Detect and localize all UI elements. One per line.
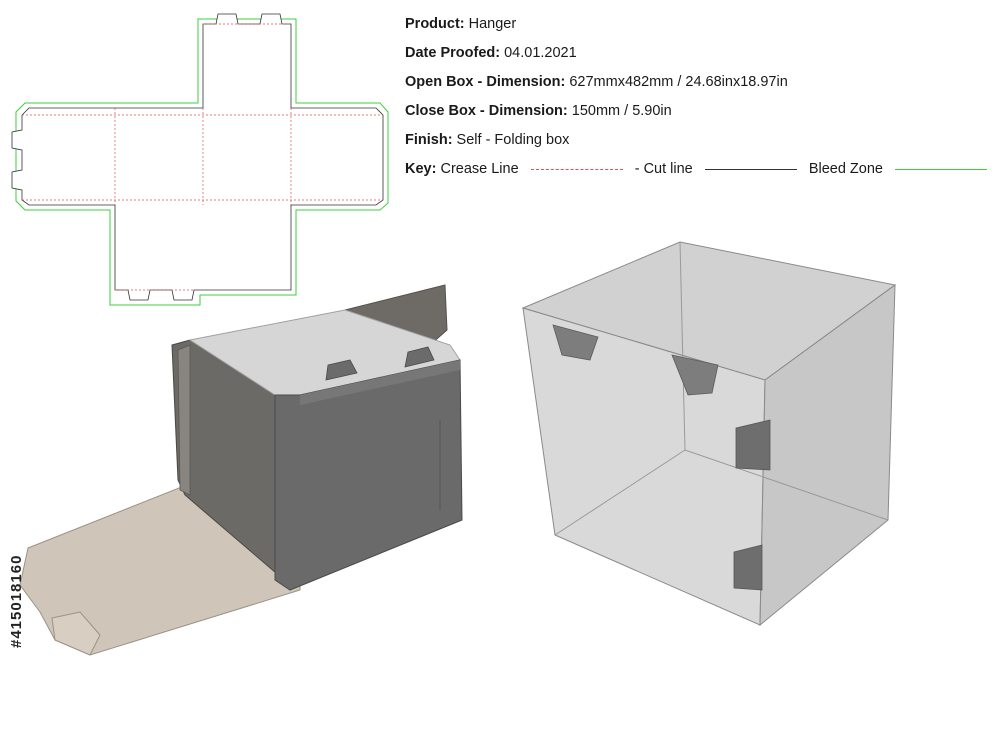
crease-lines <box>22 23 383 291</box>
product-label: Product: <box>405 16 465 32</box>
spec-open-box: Open Box - Dimension: 627mmx482mm / 24.6… <box>405 68 995 97</box>
open-box-value: 627mmx482mm / 24.68inx18.97in <box>565 74 788 90</box>
side-stock-id: #415018160 <box>8 554 25 648</box>
finish-value: Self - Folding box <box>452 132 570 148</box>
key-label: Key: <box>405 161 437 177</box>
close-box-label: Close Box - Dimension: <box>405 103 568 119</box>
folding-box-illustration <box>19 284 463 656</box>
bleed-zone-label: Bleed Zone <box>808 161 883 177</box>
bleed-outline <box>15 18 389 306</box>
date-label: Date Proofed: <box>405 45 501 61</box>
spec-close-box: Close Box - Dimension: 150mm / 5.90in <box>405 97 995 126</box>
spec-panel: Product: Hanger Date Proofed: 04.01.2021… <box>405 10 995 184</box>
crease-line-sample <box>530 168 623 170</box>
dieline <box>11 13 389 306</box>
product-value: Hanger <box>464 16 517 32</box>
spec-key: Key: Crease Line - Cut line Bleed Zone <box>405 155 995 184</box>
closed-box-illustration <box>521 241 897 627</box>
spec-finish: Finish: Self - Folding box <box>405 126 995 155</box>
bleed-zone-sample <box>895 168 988 170</box>
crease-line-label: Crease Line <box>436 161 519 177</box>
spec-date: Date Proofed: 04.01.2021 <box>405 39 995 68</box>
close-box-value: 150mm / 5.90in <box>567 103 672 119</box>
spec-product: Product: Hanger <box>405 10 995 39</box>
cut-line-sample <box>704 168 797 170</box>
open-box-label: Open Box - Dimension: <box>405 74 566 90</box>
cut-line-label: - Cut line <box>634 161 693 177</box>
date-value: 04.01.2021 <box>500 45 577 61</box>
finish-label: Finish: <box>405 132 453 148</box>
